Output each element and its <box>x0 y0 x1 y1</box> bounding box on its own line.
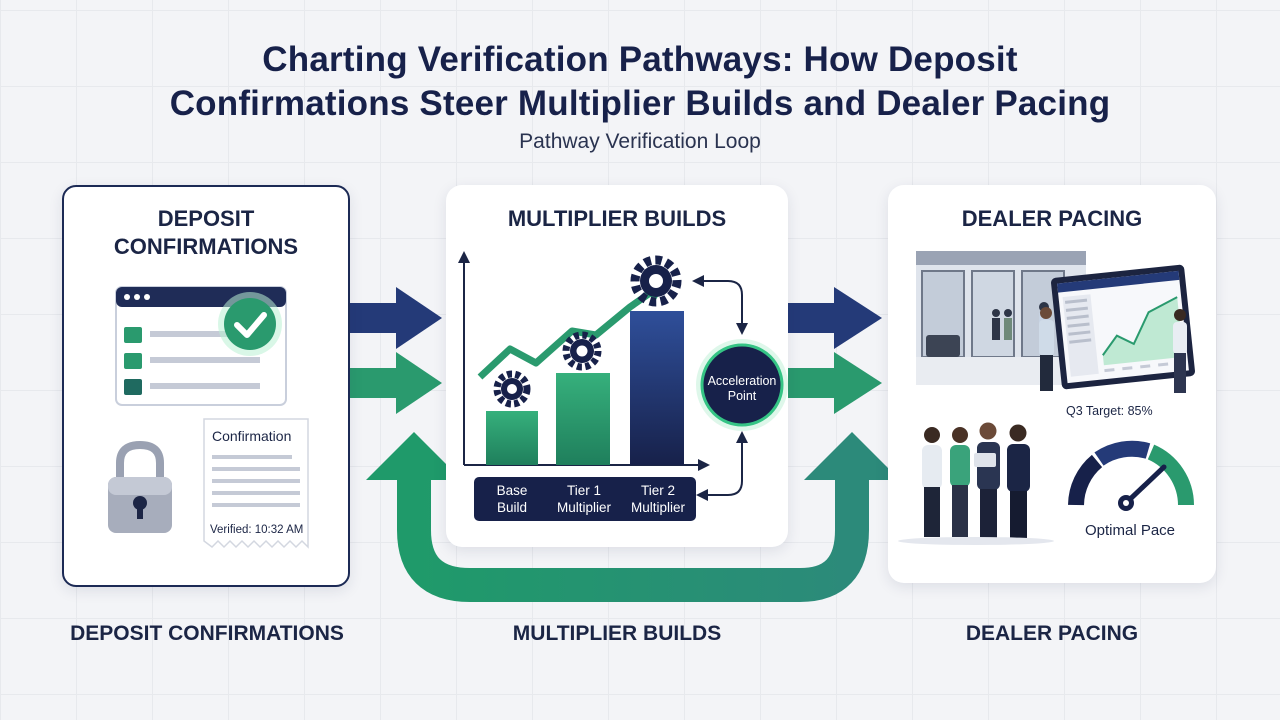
deposit-illustration: Confirmation Verified: 10:32 AM <box>108 286 309 549</box>
dashboard-screen <box>1051 264 1195 390</box>
deposit-confirmations-card: DEPOSIT CONFIRMATIONS <box>62 185 350 587</box>
acceleration-label-line-2: Point <box>728 389 757 403</box>
bar-tier-1 <box>556 373 610 465</box>
arrow-deposit-to-multiplier-navy <box>344 287 442 349</box>
gear-icon-large <box>630 255 682 307</box>
bottom-label-multiplier: MULTIPLIER BUILDS <box>512 622 722 645</box>
receipt-verified-time: Verified: 10:32 AM <box>210 524 303 536</box>
dealer-pacing-card: DEALER PACING <box>888 185 1216 583</box>
receipt-title: Confirmation <box>212 428 291 444</box>
acceleration-label-line-1: Acceleration <box>708 374 777 388</box>
loop-arrowhead-left <box>366 432 462 480</box>
q3-target-label: Q3 Target: 85% <box>1066 404 1153 418</box>
title-line-2: Confirmations Steer Multiplier Builds an… <box>169 84 1111 123</box>
label-tier1-line-2: Multiplier <box>557 500 612 515</box>
check-badge-icon <box>218 292 282 356</box>
dealer-illustration: Q3 Target: 85% <box>898 251 1195 545</box>
arrow-deposit-to-multiplier-green <box>344 352 442 414</box>
label-tier2-line-2: Multiplier <box>631 500 686 515</box>
receipt-icon <box>203 418 309 549</box>
padlock-icon <box>108 440 172 533</box>
bottom-label-dealer: DEALER PACING <box>965 622 1139 645</box>
multiplier-builds-card: MULTIPLIER BUILDS <box>446 185 788 547</box>
label-base-line-2: Build <box>497 500 527 515</box>
deposit-card-title: DEPOSIT CONFIRMATIONS <box>113 206 299 259</box>
subtitle: Pathway Verification Loop <box>519 130 761 153</box>
team-figures <box>898 422 1054 545</box>
bar-tier-2 <box>630 311 684 465</box>
page-title: Charting Verification Pathways: How Depo… <box>0 38 1280 126</box>
arrow-multiplier-to-dealer-green <box>788 352 882 414</box>
arrow-multiplier-to-dealer-navy <box>788 287 882 349</box>
bottom-label-deposit: DEPOSIT CONFIRMATIONS <box>70 622 344 645</box>
bar-base-build <box>486 411 538 465</box>
multiplier-card-title: MULTIPLIER BUILDS <box>507 206 727 231</box>
label-tier2-line-1: Tier 2 <box>641 483 675 498</box>
dealer-card-title: DEALER PACING <box>961 206 1143 231</box>
gear-icon-small <box>493 370 531 408</box>
bar-labels-box <box>474 477 696 521</box>
gauge-label: Optimal Pace <box>1085 522 1175 539</box>
title-line-1: Charting Verification Pathways: How Depo… <box>262 40 1018 79</box>
multiplier-bar-chart: Acceleration Point Base Build Tier 1 Mul… <box>458 251 788 521</box>
label-tier1-line-1: Tier 1 <box>567 483 601 498</box>
loop-arrowhead-right <box>804 432 900 480</box>
gear-icon-medium <box>562 331 602 371</box>
pace-gauge <box>1068 440 1194 511</box>
acceleration-point-badge <box>696 339 788 431</box>
presenter-figures <box>1039 307 1187 393</box>
acceleration-connectors <box>692 275 748 501</box>
label-base-line-1: Base <box>497 483 528 498</box>
return-loop-arrow <box>397 470 869 602</box>
